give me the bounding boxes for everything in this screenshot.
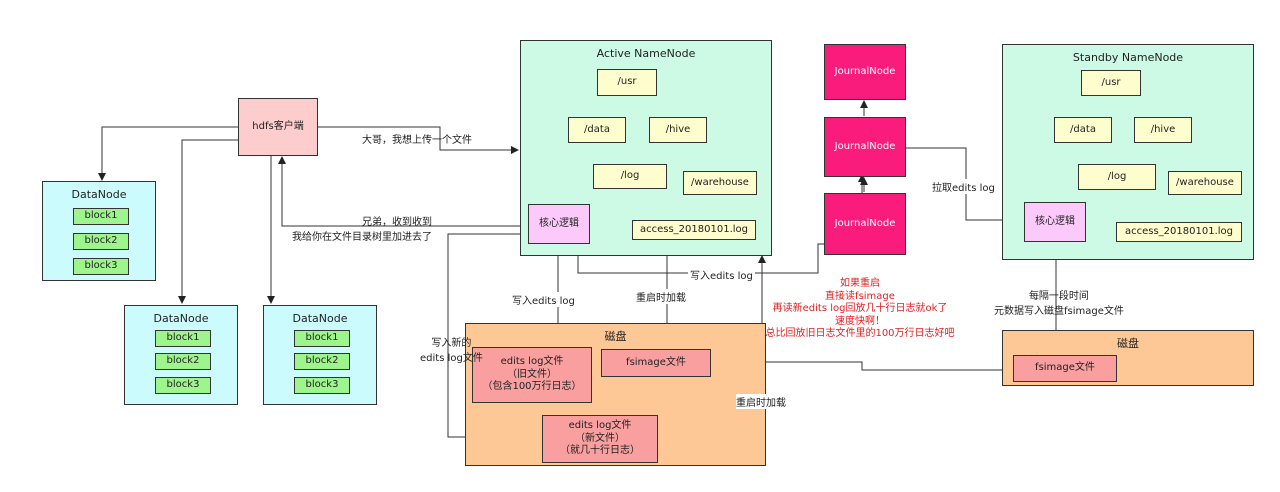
block-item: block2 [294,353,350,370]
note-line: 直接读fsimage [825,290,895,302]
reply-line: 我给你在文件目录树里加进去了 [292,232,432,243]
pull-edits-label: 拉取edits log [932,179,995,194]
datanode-3: DataNode block1 block2 block3 [263,305,377,405]
fsimage-transfer-arrow [711,358,1012,371]
dir-warehouse: /warehouse [683,171,757,195]
dir-usr: /usr [597,69,657,96]
edits-old-line: edits log文件 [500,356,564,368]
hdfs-client-label: hdfs客户端 [252,120,304,132]
reload-edits-label: 重启时加载 [736,394,786,409]
block-item: block2 [73,233,129,250]
upload-request-label: 大哥，我想上传一个文件 [362,135,472,146]
edits-new-line: edits log文件 [568,420,632,432]
block-item: block2 [155,353,211,370]
access-log-active: access_20180101.log [632,220,756,240]
datanode-1: DataNode block1 block2 block3 [42,181,156,281]
disk-main-title: 磁盘 [604,330,627,343]
core-logic-standby: 核心逻辑 [1024,202,1086,242]
dir-hive: /hive [1134,117,1192,143]
datanode-title: DataNode [71,188,127,201]
write-new-edits-label: 写入新的 edits log文件 [420,334,483,364]
access-log-standby: access_20180101.log [1116,222,1242,242]
periodic-line: 每隔一段时间 [1028,291,1089,302]
fsimage-standby: fsimage文件 [1013,355,1117,382]
disk-standby-title: 磁盘 [1117,337,1139,350]
dir-log: /log [1078,164,1156,190]
standby-namenode-title: Standby NameNode [1072,51,1184,64]
datanode-title: DataNode [153,312,209,325]
journal-node: JournalNode [824,44,906,100]
reload-fsimage-label: 重启时加载 [636,289,686,304]
datanode-title: DataNode [292,312,348,325]
note-line: 速度快啊！ [835,315,885,327]
edits-log-old: edits log文件 （旧文件） （包含100万行日志） [472,347,592,403]
dir-hive: /hive [649,117,707,143]
dir-log: /log [593,164,667,189]
block-item: block3 [294,377,350,394]
periodic-line: 元数据写入磁盘fsimage文件 [994,306,1124,317]
dir-warehouse: /warehouse [1168,171,1242,195]
hdfs-client: hdfs客户端 [238,98,318,156]
journal-node: JournalNode [824,117,906,177]
edits-old-line: （包含100万行日志） [482,381,582,393]
client-to-datanode1-arrow [98,126,238,181]
block-item: block1 [155,330,211,347]
edits-new-line: （新文件） [575,432,625,444]
edits-log-new: edits log文件 （新文件） （就几十行日志） [542,415,658,463]
dir-data: /data [568,117,626,143]
reply-label: 兄弟，收到收到 我给你在文件目录树里加进去了 [292,213,432,243]
write-new-line: edits log文件 [420,353,483,364]
active-namenode-title: Active NameNode [596,47,696,60]
restart-note: 如果重启 直接读fsimage 再读新edits log回放几十行日志就ok了 … [760,278,960,341]
block-item: block1 [294,330,350,347]
reply-line: 兄弟，收到收到 [362,217,432,228]
dir-usr: /usr [1081,70,1141,96]
reply-to-client-arrow [278,156,528,227]
upload-request-arrow [318,126,519,154]
write-new-line: 写入新的 [431,338,472,349]
write-edits-disk-label: 写入edits log [512,292,575,307]
periodic-checkpoint-label: 每隔一段时间 元数据写入磁盘fsimage文件 [994,287,1124,317]
fsimage-main: fsimage文件 [601,349,711,377]
block-item: block1 [73,208,129,225]
dir-data: /data [1054,117,1112,143]
note-line: 总比回放旧日志文件里的100万行日志好吧 [765,328,955,339]
edits-new-line: （就几十行日志） [560,445,640,457]
block-item: block3 [155,377,211,394]
core-logic-active: 核心逻辑 [528,204,590,244]
journal-node: JournalNode [824,193,906,255]
note-line: 再读新edits log回放几十行日志就ok了 [772,303,948,314]
note-line: 如果重启 [840,278,880,289]
write-journal-label: 写入edits log [688,267,755,282]
datanode-2: DataNode block1 block2 block3 [124,305,238,405]
edits-old-line: （旧文件） [507,368,557,380]
block-item: block3 [73,258,129,275]
client-to-datanode2-arrow [178,139,238,304]
